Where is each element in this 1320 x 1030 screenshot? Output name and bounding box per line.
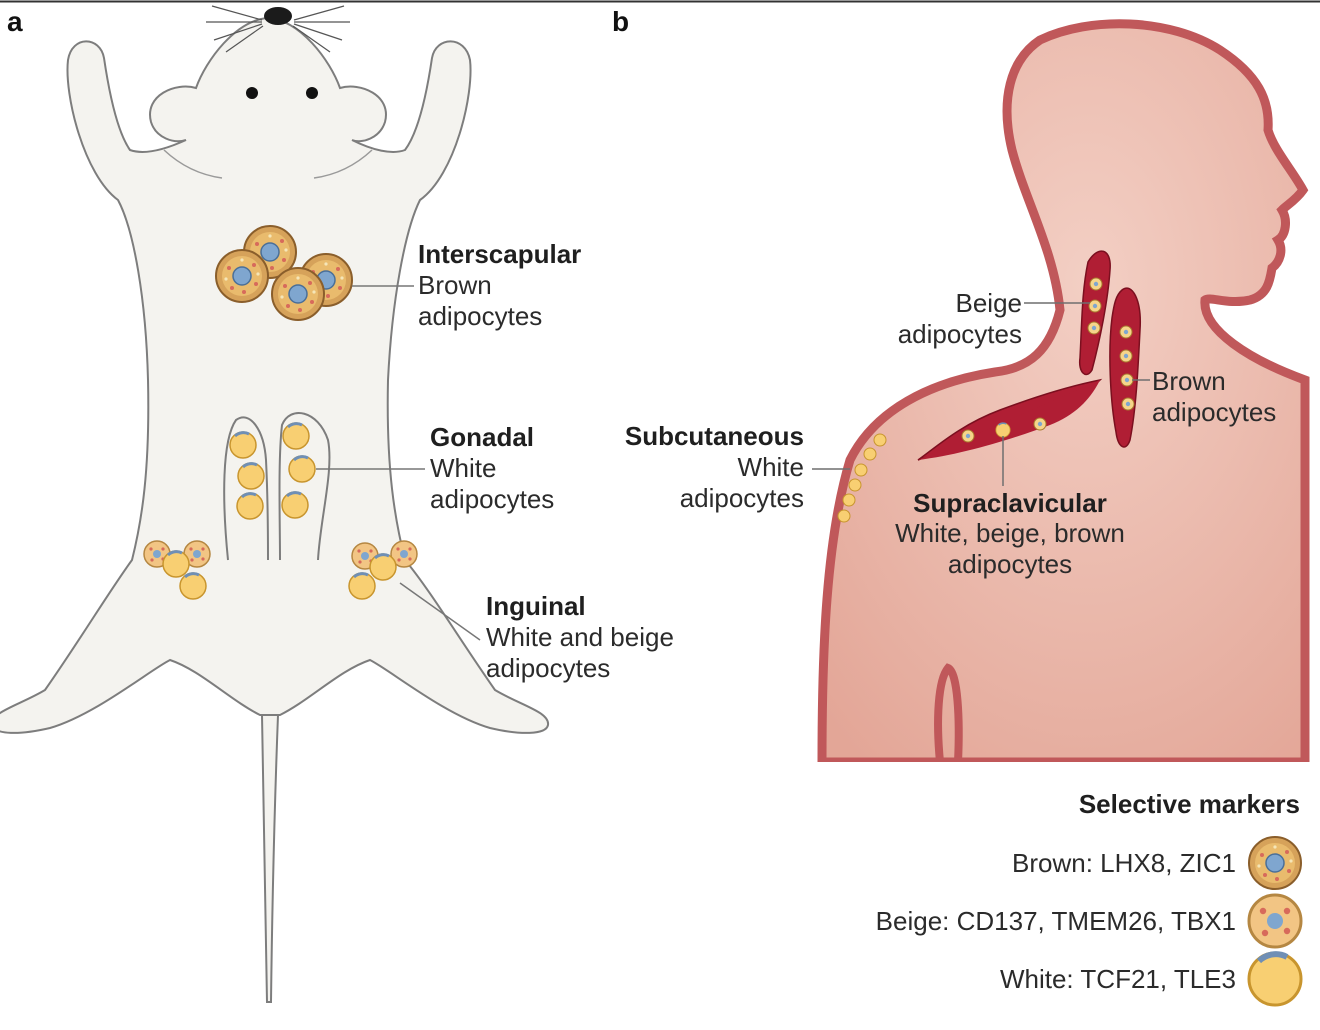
human-illustration bbox=[800, 19, 1320, 774]
human-arm-crease bbox=[934, 663, 963, 763]
subcutaneous-line2: adipocytes bbox=[679, 483, 804, 513]
legend-brown-label: Brown: LHX8, ZIC1 bbox=[1012, 848, 1236, 878]
gonadal-fold-left bbox=[223, 416, 269, 561]
supraclavicular-line2: adipocytes bbox=[947, 549, 1073, 579]
gonadal-fold-right bbox=[278, 412, 331, 561]
white-adipocyte-icon bbox=[1249, 953, 1301, 1005]
neck-beige-depot bbox=[1078, 250, 1111, 376]
legend-icons bbox=[1247, 836, 1303, 1005]
brown-adipocyte-icon bbox=[1248, 836, 1302, 890]
interscapular-line2: adipocytes bbox=[418, 301, 543, 331]
inguinal-line1: White and beige bbox=[486, 622, 674, 652]
mouse-eye-left bbox=[246, 87, 258, 99]
gonadal-line1: White bbox=[430, 453, 497, 483]
mouse-nose bbox=[264, 7, 292, 25]
legend-title: Selective markers bbox=[1078, 789, 1300, 819]
beige-adipocyte-icon bbox=[1247, 893, 1303, 949]
interscapular-line1: Brown bbox=[418, 270, 492, 300]
gonadal-title: Gonadal bbox=[430, 422, 535, 452]
inguinal-line2: adipocytes bbox=[486, 653, 611, 683]
supraclavicular-line1: White, beige, brown bbox=[895, 518, 1125, 548]
legend-white-label: White: TCF21, TLE3 bbox=[999, 964, 1236, 994]
panel-label-b: b bbox=[612, 6, 630, 37]
legend-beige-label: Beige: CD137, TMEM26, TBX1 bbox=[875, 906, 1236, 936]
panel-label-a: a bbox=[7, 6, 23, 37]
interscapular-title: Interscapular bbox=[418, 239, 582, 269]
beige-label-line1: Beige bbox=[955, 288, 1023, 318]
mouse-eye-right bbox=[306, 87, 318, 99]
mouse-tail bbox=[260, 714, 280, 1003]
brown-label-line1: Brown bbox=[1152, 366, 1226, 396]
mouse-leader-lines bbox=[316, 285, 481, 641]
mouse-whiskers bbox=[206, 5, 350, 53]
mouse-illustration bbox=[0, 5, 549, 1003]
supraclavicular-title: Supraclavicular bbox=[913, 488, 1107, 518]
subcutaneous-line1: White bbox=[737, 452, 804, 482]
human-leader-lines bbox=[812, 302, 1150, 486]
subcutaneous-white-cells bbox=[837, 433, 887, 523]
mouse-body bbox=[0, 16, 549, 734]
beige-label-line2: adipocytes bbox=[897, 319, 1022, 349]
gonadal-line2: adipocytes bbox=[430, 484, 555, 514]
inguinal-title: Inguinal bbox=[486, 591, 586, 621]
subcutaneous-title: Subcutaneous bbox=[624, 421, 804, 451]
neck-beige-depot-cells bbox=[1087, 277, 1103, 335]
brown-label-line2: adipocytes bbox=[1152, 397, 1277, 427]
